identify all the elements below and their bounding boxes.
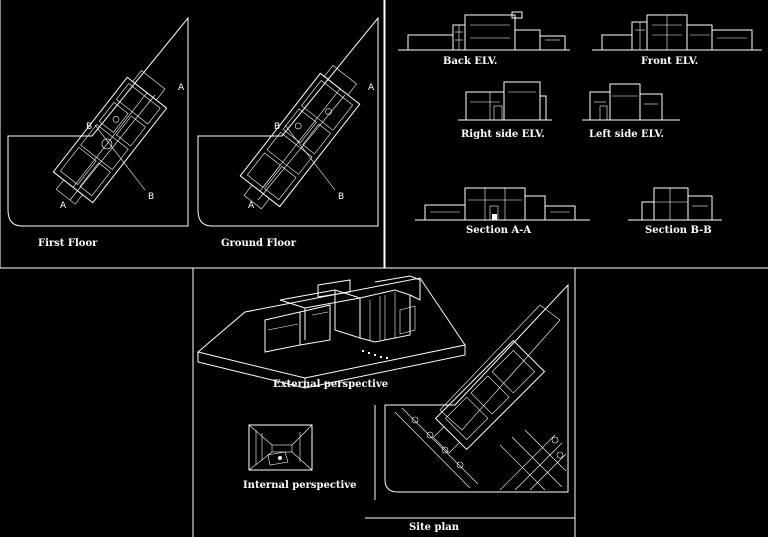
section-a-label: Section A-A bbox=[466, 225, 531, 236]
front-elevation-label: Front ELV. bbox=[641, 56, 698, 67]
ground-floor-marker-b-top: B bbox=[274, 122, 280, 132]
first-floor-marker-a-bottom: A bbox=[60, 201, 67, 211]
internal-perspective: Internal perspective bbox=[243, 424, 357, 491]
first-floor-site-boundary bbox=[7, 16, 189, 227]
ground-floor-section-line-b bbox=[284, 124, 336, 191]
internal-perspective-label: Internal perspective bbox=[243, 480, 357, 491]
front-elevation: Front ELV. bbox=[592, 14, 762, 67]
first-floor-section-line-b bbox=[94, 124, 146, 191]
first-floor-label: First Floor bbox=[38, 238, 98, 249]
ground-floor-building bbox=[239, 65, 361, 210]
site-plan-building bbox=[433, 339, 546, 454]
plans-panel-border bbox=[0, 0, 385, 269]
external-perspective: External perspective bbox=[196, 275, 466, 390]
ground-floor-marker-a-top: A bbox=[368, 83, 375, 93]
elevations-panel-border bbox=[384, 0, 768, 269]
site-plan-paving-grid bbox=[499, 429, 567, 491]
first-floor-plan: A A B B First Floor bbox=[7, 16, 189, 249]
section-b-b: Section B-B bbox=[628, 187, 722, 236]
right-elevation-label: Right side ELV. bbox=[461, 129, 545, 140]
section-b-label: Section B-B bbox=[645, 225, 712, 236]
section-a-a: Section A-A bbox=[415, 187, 590, 236]
ground-floor-marker-a-bottom: A bbox=[248, 201, 255, 211]
left-elevation: Left side ELV. bbox=[582, 83, 680, 140]
back-elevation-label: Back ELV. bbox=[443, 56, 497, 67]
ground-floor-plan: A A B B Ground Floor bbox=[197, 16, 379, 249]
site-plan-label: Site plan bbox=[409, 522, 460, 533]
left-elevation-label: Left side ELV. bbox=[589, 129, 664, 140]
ground-floor-marker-b-bottom: B bbox=[338, 192, 344, 202]
first-floor-marker-b-bottom: B bbox=[148, 192, 154, 202]
ground-floor-section-line-a bbox=[257, 94, 346, 201]
ground-floor-site-boundary bbox=[197, 16, 379, 227]
external-perspective-label: External perspective bbox=[273, 379, 388, 390]
back-elevation: Back ELV. bbox=[398, 11, 570, 67]
first-floor-building bbox=[52, 70, 168, 205]
first-floor-marker-a-top: A bbox=[178, 83, 185, 93]
ground-floor-label: Ground Floor bbox=[221, 238, 297, 249]
site-plan: Site plan bbox=[365, 283, 575, 533]
first-floor-marker-b-top: B bbox=[86, 122, 92, 132]
right-elevation: Right side ELV. bbox=[458, 81, 552, 140]
